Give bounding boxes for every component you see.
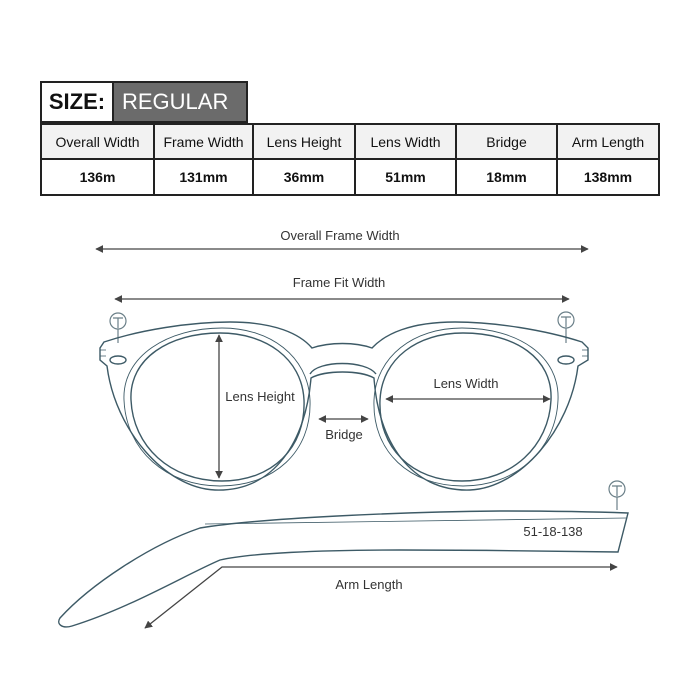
bridge-dimension: Bridge <box>318 415 369 442</box>
arm-length-label: Arm Length <box>335 577 402 592</box>
bridge-label: Bridge <box>325 427 363 442</box>
table-header-row: Overall Width Frame Width Lens Height Le… <box>40 123 660 160</box>
arm-length-dimension: Arm Length <box>144 563 618 629</box>
arm-length-arrow <box>144 563 618 629</box>
value-lens-height: 36mm <box>252 158 356 196</box>
header-lens-height: Lens Height <box>252 123 356 160</box>
right-lens <box>379 332 552 482</box>
size-label: SIZE: <box>42 83 112 121</box>
screw-icon <box>557 311 575 343</box>
lens-width-label: Lens Width <box>433 376 498 391</box>
overall-frame-width-dimension: Overall Frame Width <box>95 228 589 253</box>
value-overall-width: 136m <box>40 158 155 196</box>
header-frame-width: Frame Width <box>153 123 254 160</box>
table-row: 136m 131mm 36mm 51mm 18mm 138mm <box>40 158 660 196</box>
lens-width-dimension: Lens Width <box>385 376 551 403</box>
frame-fit-width-label: Frame Fit Width <box>293 275 385 290</box>
overall-frame-width-label: Overall Frame Width <box>280 228 399 243</box>
value-bridge: 18mm <box>455 158 558 196</box>
left-lens <box>130 332 305 482</box>
size-value: REGULAR <box>112 83 246 121</box>
size-badge: SIZE: REGULAR <box>40 81 248 123</box>
header-overall-width: Overall Width <box>40 123 155 160</box>
header-bridge: Bridge <box>455 123 558 160</box>
screw-icon <box>608 480 626 510</box>
value-frame-width: 131mm <box>153 158 254 196</box>
temple-arm: 51-18-138 <box>58 510 629 628</box>
header-arm-length: Arm Length <box>556 123 660 160</box>
header-lens-width: Lens Width <box>354 123 457 160</box>
arm-code-label: 51-18-138 <box>523 524 582 539</box>
frame-fit-width-dimension: Frame Fit Width <box>114 275 570 303</box>
lens-height-dimension: Lens Height <box>215 334 295 479</box>
screw-icon <box>109 312 127 343</box>
measurement-table: Overall Width Frame Width Lens Height Le… <box>40 123 660 196</box>
value-lens-width: 51mm <box>354 158 457 196</box>
lens-height-label: Lens Height <box>225 389 295 404</box>
frame-front <box>99 321 589 491</box>
value-arm-length: 138mm <box>556 158 660 196</box>
